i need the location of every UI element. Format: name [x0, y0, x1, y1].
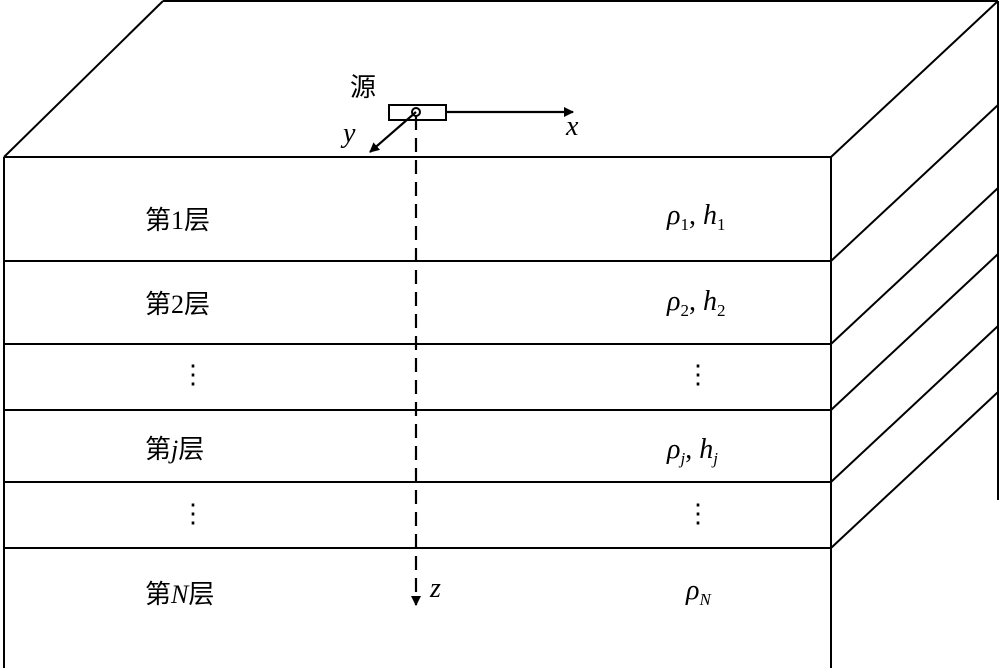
layer-param-2: ρ2, h2 [666, 286, 725, 320]
boundary-side-2 [830, 187, 999, 345]
layer-name-1: 第1层 [145, 206, 210, 236]
layer-param-1: ρ1, h1 [666, 200, 725, 234]
x-axis-label: x [565, 111, 579, 142]
axes [369, 107, 574, 606]
y-axis-arrow [369, 111, 417, 153]
z-axis-label: z [429, 573, 441, 604]
layer-ellipsis-right-1: ⋮ [685, 360, 711, 389]
layer-ellipsis-right-2: ⋮ [685, 499, 711, 528]
boundary-side-3 [830, 253, 999, 411]
y-axis-label: y [340, 118, 356, 149]
layer-ellipsis-left-2: ⋮ [180, 499, 206, 528]
layer-params: ρ1, h1 ρ2, h2 ⋮ ρj, hj ⋮ ρN [666, 200, 725, 609]
top-face-left-edge [3, 0, 164, 158]
boundary-side-1 [830, 104, 999, 262]
layer-name-j: 第j层 [145, 435, 204, 465]
layer-names: 第1层 第2层 ⋮ 第j层 ⋮ 第N层 [145, 206, 214, 610]
layer-name-2: 第2层 [145, 290, 210, 320]
box-outline [3, 0, 999, 668]
source: 源 [350, 73, 447, 121]
layer-param-n: ρN [685, 575, 712, 609]
boundary-side-4 [830, 325, 999, 483]
top-face-right-edge [830, 0, 999, 158]
layer-name-n: 第N层 [145, 580, 214, 610]
layer-ellipsis-left-1: ⋮ [180, 360, 206, 389]
source-label: 源 [350, 73, 376, 103]
layer-param-j: ρj, hj [666, 434, 718, 468]
boundary-side-5 [830, 391, 999, 549]
layer-boundaries [4, 104, 999, 549]
